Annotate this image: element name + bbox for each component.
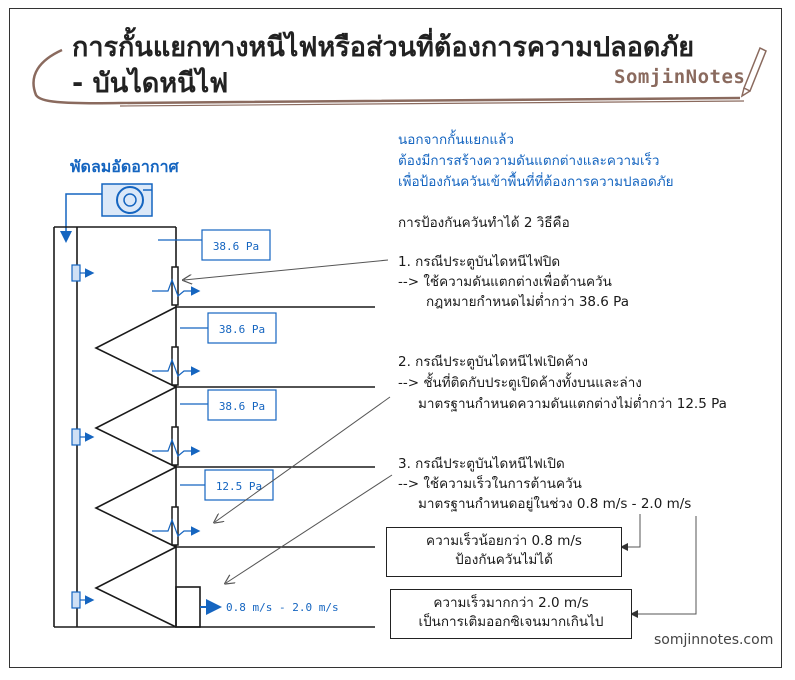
case1-line1: --> ใช้ความดันแตกต่างเพื่อต้านควัน: [398, 274, 612, 290]
page-subtitle: - บันไดหนีไฟ: [72, 68, 229, 99]
page-title: การกั้นแยกทางหนีไฟหรือส่วนที่ต้องการความ…: [72, 32, 695, 63]
box-low-line2: ป้องกันควันไม่ได้: [455, 552, 553, 568]
fan-label: พัดลมอัดอากาศ: [70, 157, 179, 176]
box-low-line1: ความเร็วน้อยกว่า 0.8 m/s: [426, 533, 582, 549]
case2-title: 2. กรณีประตูบันไดหนีไฟเปิดค้าง: [398, 354, 588, 370]
pressure-label-3: 38.6 Pa: [219, 400, 265, 413]
case1-title: 1. กรณีประตูบันไดหนีไฟปิด: [398, 254, 561, 270]
footer-url: somjinnotes.com: [654, 632, 774, 648]
case2-line2: มาตรฐานกำหนดความดันแตกต่างไม่ต่ำกว่า 12.…: [418, 396, 727, 412]
velocity-label: 0.8 m/s - 2.0 m/s: [226, 601, 339, 614]
note-line-2: ต้องมีการสร้างความดันแตกต่างและความเร็ว: [398, 153, 660, 169]
case3-line1: --> ใช้ความเร็วในการต้านควัน: [398, 476, 582, 492]
brand-logo: SomjinNotes: [614, 66, 746, 88]
pressure-label-4: 12.5 Pa: [216, 480, 262, 493]
methods-heading: การป้องกันควันทำได้ 2 วิธีคือ: [398, 215, 570, 231]
box-low-velocity: ความเร็วน้อยกว่า 0.8 m/s ป้องกันควันไม่ไ…: [386, 527, 622, 577]
pressure-label-2: 38.6 Pa: [219, 323, 265, 336]
outer-frame: [9, 8, 782, 668]
case3-line2: มาตรฐานกำหนดอยู่ในช่วง 0.8 m/s - 2.0 m/s: [418, 496, 692, 512]
case3-title: 3. กรณีประตูบันไดหนีไฟเปิด: [398, 456, 565, 472]
pencil-icon: [740, 46, 767, 98]
pressure-label-1: 38.6 Pa: [213, 240, 259, 253]
box-high-line2: เป็นการเติมออกซิเจนมากเกินไป: [418, 614, 604, 630]
note-line-1: นอกจากกั้นแยกแล้ว: [398, 132, 514, 148]
case1-line2: กฎหมายกำหนดไม่ต่ำกว่า 38.6 Pa: [426, 294, 629, 310]
case2-line1: --> ชั้นที่ติดกับประตูเปิดค้างทั้งบนและล…: [398, 375, 642, 391]
supply-grilles: [71, 264, 95, 609]
box-high-velocity: ความเร็วมากกว่า 2.0 m/s เป็นการเติมออกซิ…: [390, 589, 632, 639]
fan-icon: [101, 183, 153, 217]
note-line-3: เพื่อป้องกันควันเข้าพื้นที่ที่ต้องการควา…: [398, 174, 674, 190]
box-high-line1: ความเร็วมากกว่า 2.0 m/s: [433, 595, 589, 611]
